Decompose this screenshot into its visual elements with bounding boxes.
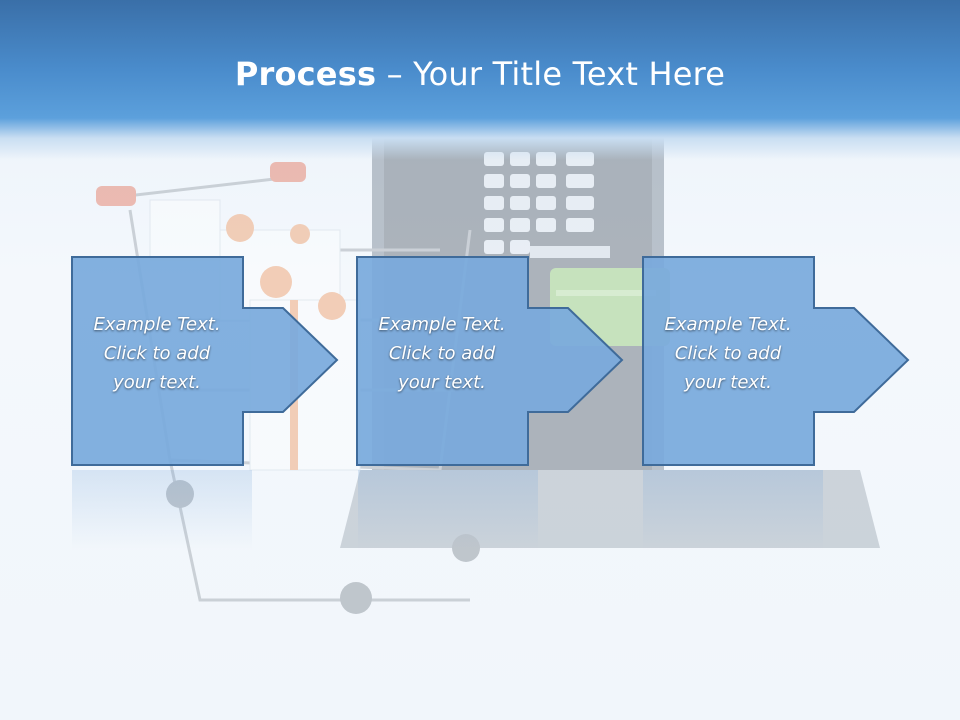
step-text[interactable]: Example Text. Click to add your text. (664, 314, 792, 393)
step-text[interactable]: Example Text. Click to add your text. (378, 314, 506, 393)
step-reflection (643, 470, 823, 550)
step-text[interactable]: Example Text. Click to add your text. (93, 314, 221, 393)
step-arrow-shape (356, 256, 624, 466)
title-rest: – Your Title Text Here (376, 55, 726, 93)
title-bold: Process (234, 55, 377, 93)
step-reflection (358, 470, 538, 550)
process-step-3[interactable]: Example Text. Click to add your text. (642, 256, 912, 468)
process-step-1[interactable]: Example Text. Click to add your text. (71, 256, 341, 468)
step-arrow-shape (71, 256, 339, 466)
process-step-2[interactable]: Example Text. Click to add your text. (356, 256, 626, 468)
step-reflection (72, 470, 252, 550)
step-arrow-shape (642, 256, 910, 466)
header-band (0, 0, 960, 160)
slide-title[interactable]: Process – Your Title Text Here (0, 52, 960, 96)
